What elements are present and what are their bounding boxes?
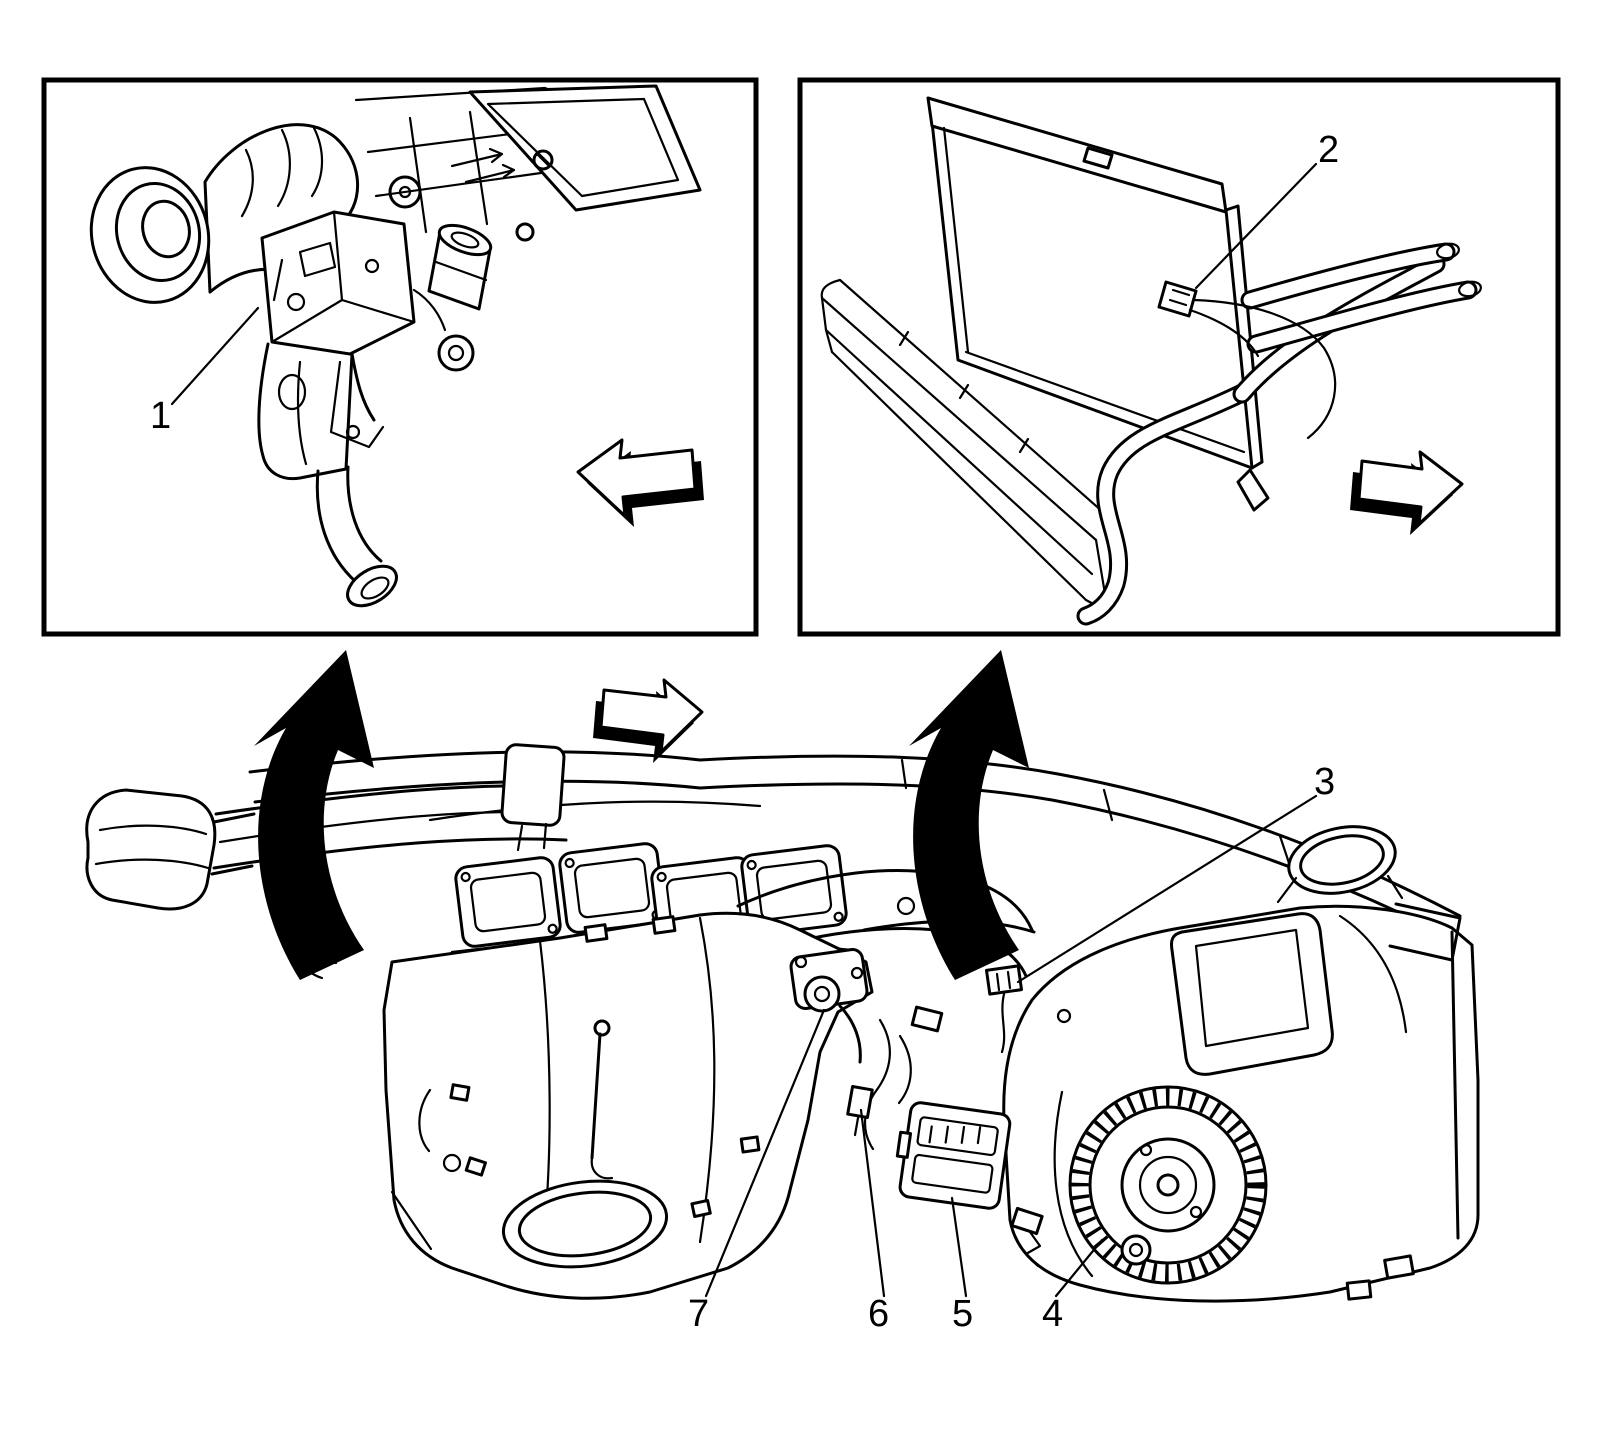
beam-bracket [500, 743, 566, 852]
panel-hole-center [398, 185, 412, 199]
lower-housing [257, 342, 354, 481]
duct-flange [89, 166, 211, 304]
direction-arrow-left-icon [576, 438, 704, 527]
leader-line-1 [170, 306, 260, 406]
retainer-bracket [846, 1084, 874, 1137]
duct-corrugation-lines [240, 126, 324, 218]
screw [532, 149, 554, 171]
leader-line-2 [1194, 162, 1318, 290]
leader-line-4 [1054, 1238, 1104, 1298]
mode-actuator [789, 948, 869, 1064]
harness-connector [984, 964, 1024, 1054]
inset-left-border [41, 77, 759, 637]
control-module [895, 1101, 1012, 1210]
direction-arrow-right-icon [1350, 450, 1464, 535]
module-pigtail-connector [1010, 1206, 1044, 1268]
blower-motor [1068, 1085, 1268, 1285]
blower-case [1002, 902, 1480, 1303]
panel-hole [388, 175, 422, 209]
leader-lines [704, 794, 1318, 1298]
direction-arrow-middle-icon [593, 678, 704, 763]
curved-arrow-right-icon [909, 650, 1029, 980]
heater-core [926, 96, 1270, 512]
curved-arrow-left-icon [254, 650, 374, 980]
upper-duct-stub [1388, 902, 1462, 962]
dash-cowl [248, 750, 1462, 938]
main-assembly-view: 3 7 6 5 4 [85, 650, 1480, 1335]
inset-top-right: 2 [797, 77, 1561, 637]
callout-2-label: 2 [1318, 129, 1339, 171]
core-connector [1157, 280, 1337, 440]
hvac-case [382, 911, 874, 1300]
leader-line-5 [950, 1196, 968, 1298]
expansion-valve [427, 222, 535, 372]
defroster-grilles [450, 842, 854, 954]
callout-4-label: 4 [1042, 1293, 1063, 1335]
lower-panel [820, 278, 1122, 614]
leader-line-6 [859, 1108, 886, 1298]
case-window [1170, 912, 1334, 1076]
callout-3-label: 3 [1314, 761, 1335, 803]
heater-pipes [1240, 242, 1482, 354]
cowl-detail-ticks [428, 758, 1292, 868]
callout-7-label: 7 [688, 1293, 709, 1335]
callout-1-label: 1 [150, 395, 171, 437]
callout-5-label: 5 [952, 1293, 973, 1335]
leader-line-7 [704, 1008, 826, 1298]
inset-top-left: 1 [41, 77, 759, 637]
hvac-module [260, 210, 447, 449]
wiring-harness [846, 964, 1024, 1151]
inset-right-border [797, 77, 1561, 637]
leader-line-3 [1016, 794, 1318, 984]
duct-ring [1276, 825, 1404, 904]
dash-opening-panel [468, 84, 702, 212]
drain-pipe [315, 465, 398, 608]
callout-6-label: 6 [868, 1293, 889, 1335]
